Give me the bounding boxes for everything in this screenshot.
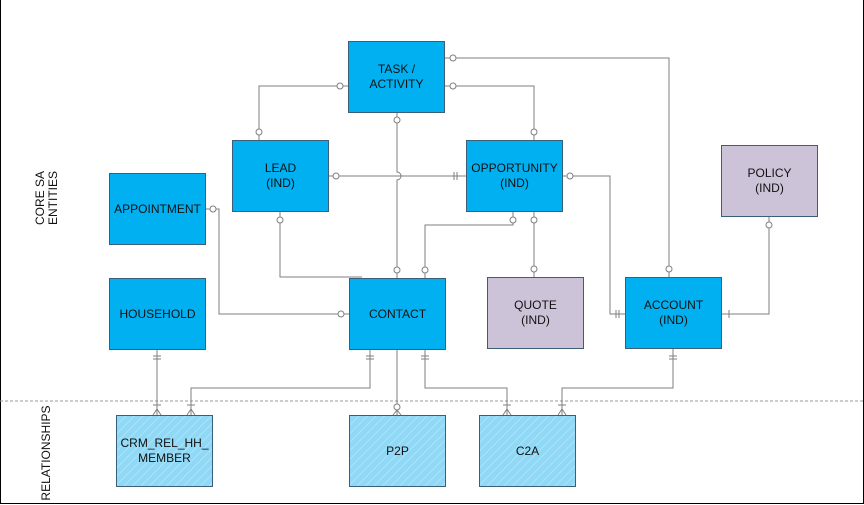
task-contact-link [396,112,402,278]
optional-marker [393,116,401,124]
one-marker [421,355,429,360]
optional-marker [530,216,538,224]
many-marker [557,404,567,416]
optional-marker [276,216,284,224]
entity-policy[interactable]: POLICY (IND) [721,145,818,217]
entity-crm-rel-hh-member[interactable]: CRM_REL_HH_ MEMBER [116,415,213,487]
entity-c2a[interactable]: C2A [479,415,576,487]
optional-marker [509,216,517,224]
entity-appointment[interactable]: APPOINTMENT [109,173,206,245]
optional-marker [421,266,429,274]
optional-marker [337,310,345,318]
optional-marker [449,54,457,62]
opportunity-contact-link [424,212,514,278]
many-marker [152,404,162,416]
section-label-core: CORE SA ENTITIES [33,170,60,225]
optional-marker [566,172,574,180]
one-marker [669,355,677,360]
section-label-relationships: RELATIONSHIPS [39,405,53,501]
optional-marker [765,221,773,229]
entity-quote[interactable]: QUOTE (IND) [487,277,584,349]
lead-contact-link [279,212,362,278]
optional-marker [530,265,538,273]
entity-task-activity[interactable]: TASK / ACTIVITY [348,41,445,113]
entity-account[interactable]: ACCOUNT (IND) [625,277,722,349]
optional-marker [449,82,457,90]
one-marker [366,355,374,360]
appointment-contact-link [205,208,349,315]
account-c2a-link [561,349,674,415]
many-marker [502,404,512,416]
task-lead-link [258,85,348,140]
entity-contact[interactable]: CONTACT [349,278,446,350]
contact-crm-link [190,350,371,415]
entity-lead[interactable]: LEAD (IND) [232,140,329,212]
entity-p2p[interactable]: P2P [349,415,446,487]
many-marker [392,409,402,416]
opportunity-account-link [562,175,625,315]
mandatory-markers [152,172,730,416]
optional-marker [336,82,344,90]
optional-marker [530,128,538,136]
optional-marker [393,266,401,274]
policy-account-link [721,217,770,315]
optional-marker [665,265,673,273]
entity-household[interactable]: HOUSEHOLD [109,278,206,350]
one-marker [453,172,458,180]
one-marker [153,355,161,360]
optional-markers [209,54,773,411]
many-marker [186,404,196,416]
optional-marker [332,172,340,180]
task-account-link [445,57,670,277]
one-marker [615,310,620,318]
optional-marker [209,205,217,213]
optional-marker [255,128,263,136]
task-opportunity-link [445,85,535,140]
contact-c2a-link [424,350,508,415]
optional-marker [393,403,401,411]
entity-opportunity[interactable]: OPPORTUNITY (IND) [466,140,563,212]
